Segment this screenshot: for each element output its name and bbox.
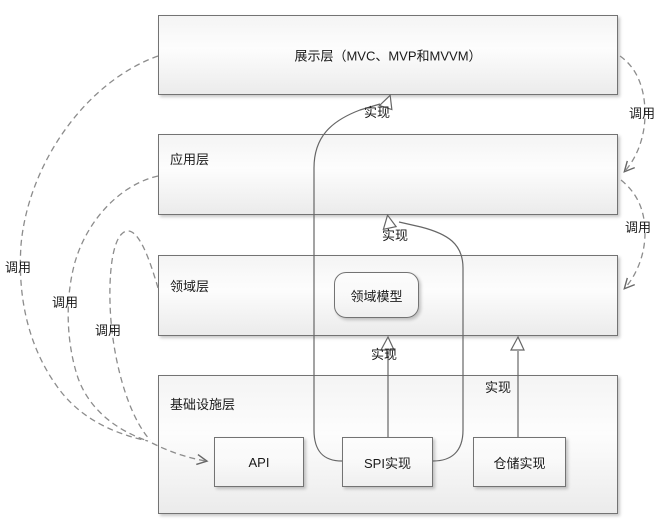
- edge-label-implement: 实现: [364, 105, 391, 120]
- application-layer-label: 应用层: [170, 152, 210, 167]
- realization-arrow-icon: [382, 213, 398, 231]
- spi-implementation-node: SPI实现: [342, 437, 433, 487]
- edge-label-call: 调用: [625, 220, 652, 235]
- edge-label-call: 调用: [52, 295, 79, 310]
- edge-application-calls-api: [67, 175, 159, 442]
- presentation-layer-label: 展示层（MVC、MVP和MVVM）: [294, 48, 482, 64]
- application-layer-box: 应用层: [158, 134, 618, 215]
- presentation-layer-box: 展示层（MVC、MVP和MVVM）: [158, 15, 618, 95]
- edge-label-implement: 实现: [485, 380, 512, 395]
- edge-label-call: 调用: [5, 260, 32, 275]
- edge-label-call: 调用: [95, 323, 122, 338]
- spi-implementation-label: SPI实现: [364, 455, 411, 471]
- repository-implementation-node: 仓储实现: [473, 437, 566, 487]
- edge-label-implement: 实现: [382, 228, 409, 243]
- edge-label-implement: 实现: [371, 347, 398, 362]
- domain-model-label: 领域模型: [350, 288, 403, 304]
- api-node: API: [214, 437, 304, 487]
- domain-layer-label: 领域层: [170, 279, 210, 294]
- realization-arrow-icon: [509, 335, 525, 351]
- domain-model-node: 领域模型: [334, 272, 419, 318]
- edge-presentation-calls-api: [19, 55, 159, 442]
- api-label: API: [248, 454, 270, 470]
- repository-implementation-label: 仓储实现: [493, 455, 546, 471]
- edge-label-call: 调用: [629, 106, 656, 121]
- infrastructure-layer-label: 基础设施层: [170, 397, 236, 412]
